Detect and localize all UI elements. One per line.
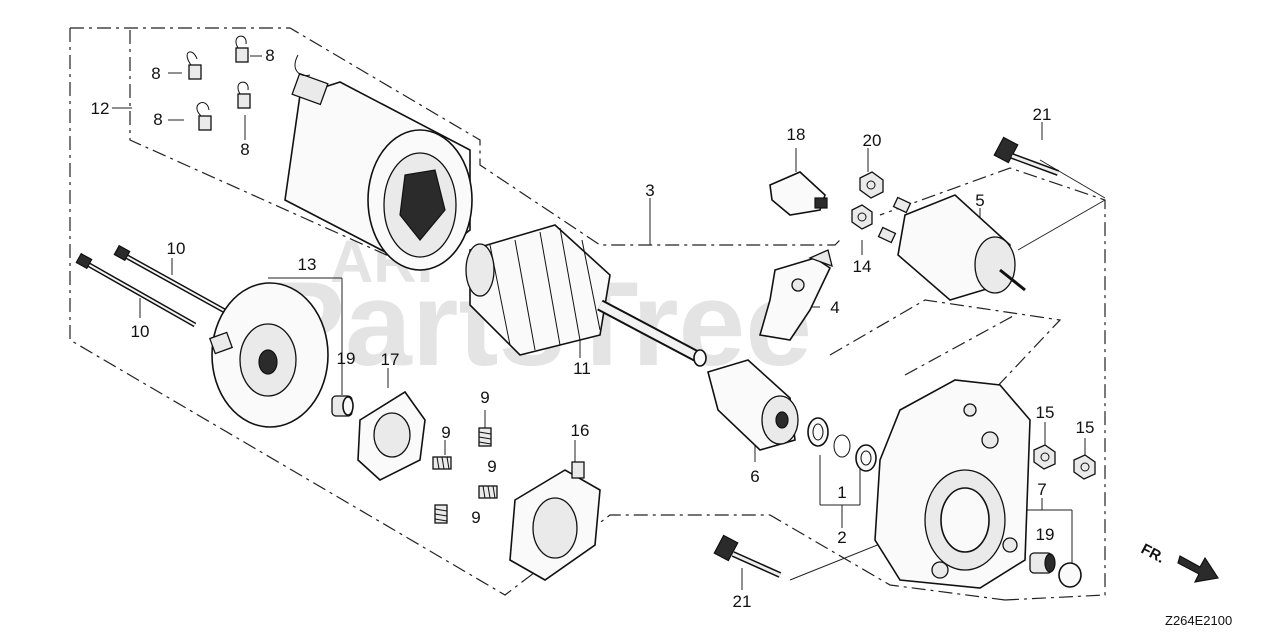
callout-20: 20 [863,131,882,150]
outline-solenoid-link-2 [904,314,1016,376]
front-direction-indicator: FR. [1138,541,1219,583]
washers [807,417,877,472]
callout-9-c: 9 [487,457,496,476]
callout-8-a: 8 [151,64,160,83]
assembly-outlines [69,27,1106,601]
callout-9-b: 9 [441,423,450,442]
callout-16: 16 [571,421,590,440]
callout-21-b: 21 [733,592,752,611]
callout-8-d: 8 [240,140,249,159]
bolt-top [993,136,1060,176]
callout-numbers: 1 2 3 4 5 6 7 8 8 8 8 9 9 9 9 10 10 11 1… [91,46,1095,611]
callout-6: 6 [750,467,759,486]
callout-19-b: 19 [1036,525,1055,544]
brush-plate [357,390,426,481]
pinion-clutch [707,359,799,451]
diagram-code: Z264E2100 [1165,613,1232,628]
carbon-brushes [186,35,251,131]
armature [465,224,707,367]
brush-holder [509,461,601,581]
bolt-bottom [713,534,782,578]
shift-lever [758,249,833,341]
bushing-left [331,395,354,417]
callout-9-d: 9 [471,508,480,527]
callout-9-a: 9 [480,388,489,407]
fr-arrow-icon [1177,555,1219,583]
nuts-right [1033,444,1096,480]
callout-8-c: 8 [153,110,162,129]
callout-10-b: 10 [131,322,150,341]
callout-12: 12 [91,99,110,118]
callout-17: 17 [381,350,400,369]
callout-10-a: 10 [167,239,186,258]
callout-2: 2 [837,528,846,547]
callout-13: 13 [298,255,317,274]
callout-11: 11 [573,359,591,378]
bushing-right [1029,552,1082,588]
callout-1: 1 [837,483,846,502]
outline-yoke-group [70,27,841,246]
callout-14: 14 [853,257,872,276]
callout-3: 3 [645,181,654,200]
callout-21-a: 21 [1033,105,1052,124]
outline-main-lower [69,28,1006,601]
through-bolts [75,244,234,328]
rear-cover [208,282,329,428]
solenoid [877,194,1026,301]
callout-19-a: 19 [337,349,356,368]
callout-15-b: 15 [1076,418,1095,437]
terminal-cover [769,171,828,216]
callout-4: 4 [830,298,839,317]
callout-18: 18 [787,125,806,144]
brush-springs [432,427,498,524]
callout-5: 5 [975,191,984,210]
callout-15-a: 15 [1036,403,1055,422]
outline-solenoid-link [829,299,1062,411]
yoke-housing [284,54,473,271]
callout-8-b: 8 [265,46,274,65]
outline-inner-left [129,30,421,271]
front-housing [874,379,1031,589]
nuts-top [851,171,884,230]
fr-label: FR. [1138,541,1167,567]
callout-7: 7 [1037,480,1046,499]
